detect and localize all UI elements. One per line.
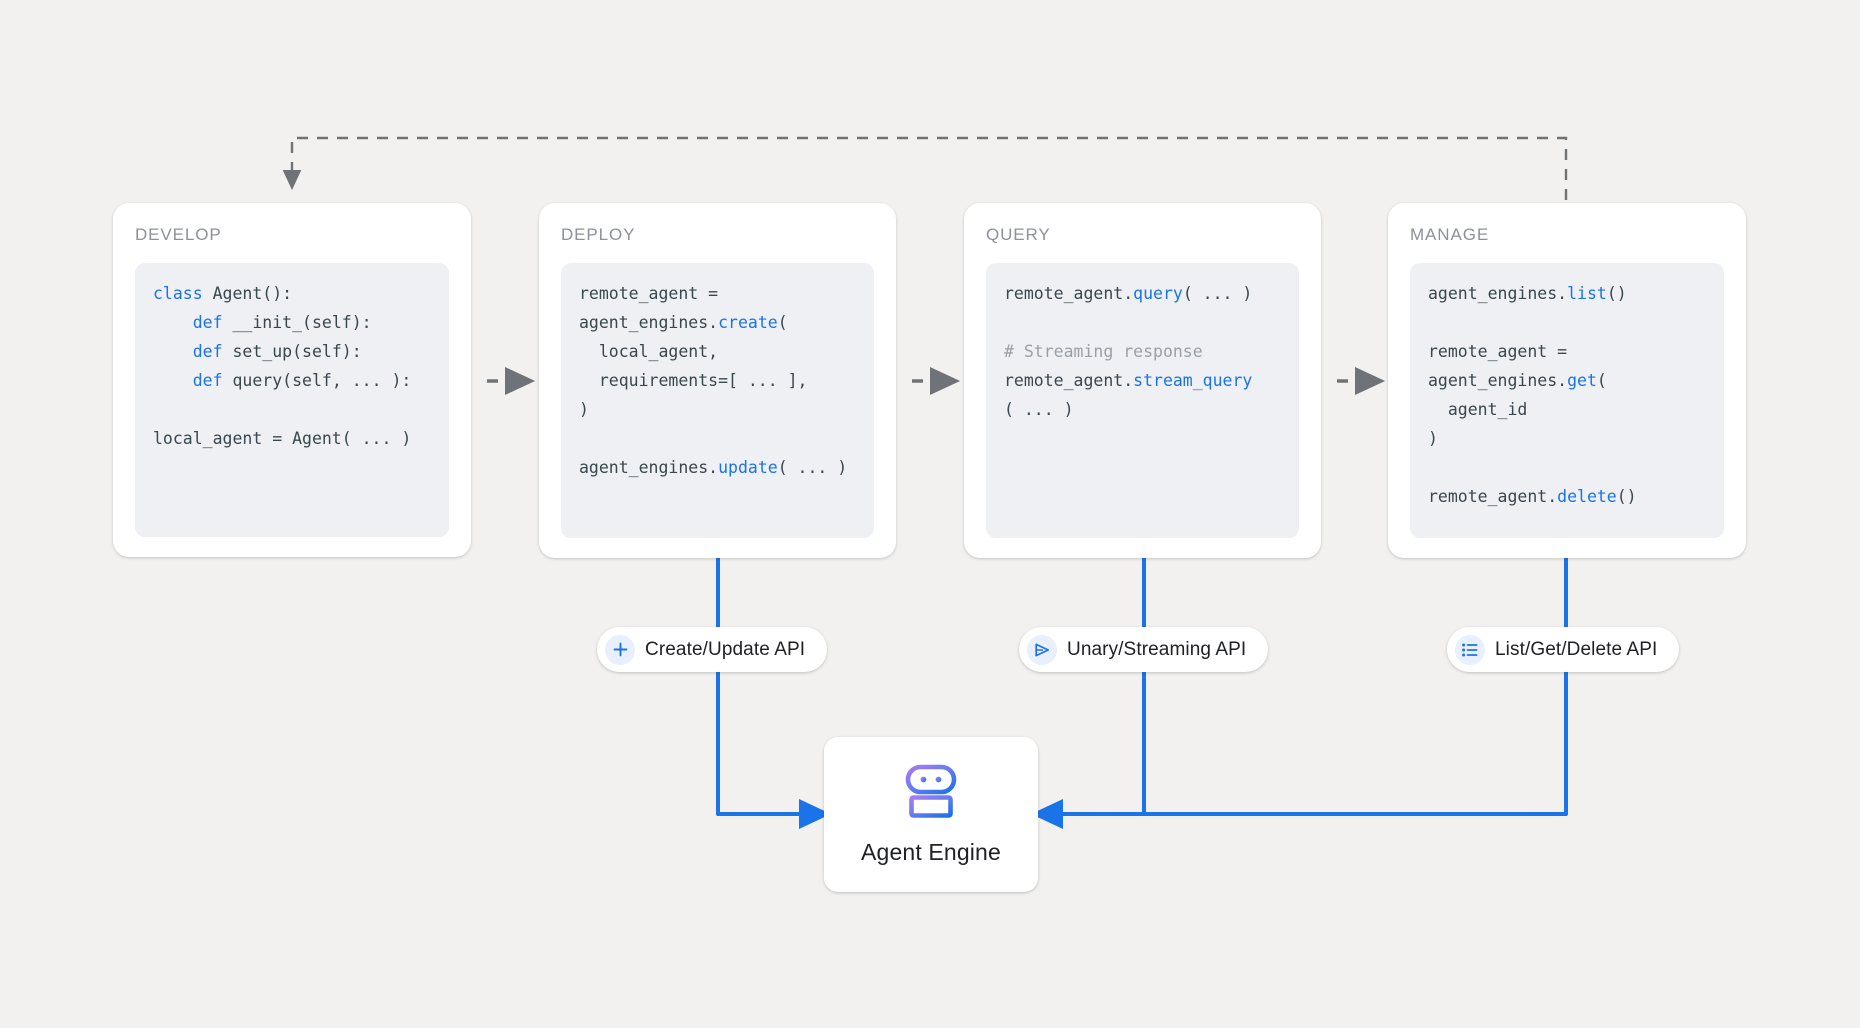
code-line	[1428, 308, 1706, 337]
code-block-deploy: remote_agent = agent_engines.create( loca…	[561, 263, 874, 538]
stage-title-query: QUERY	[986, 225, 1051, 244]
code-block-query: remote_agent.query( ... ) # Streaming re…	[986, 263, 1299, 538]
api-pill-create-update[interactable]: Create/Update API	[597, 627, 828, 672]
code-line: agent_engines.list()	[1428, 284, 1627, 303]
code-line	[153, 395, 431, 424]
api-pill-label: Unary/Streaming API	[1067, 638, 1247, 660]
code-line: def query(self, ... ):	[192, 371, 412, 390]
code-line: remote_agent.delete()	[1428, 487, 1637, 506]
api-pill-label: Create/Update API	[645, 638, 806, 660]
code-line: local_agent = Agent( ... )	[153, 429, 412, 448]
robot-icon	[900, 764, 962, 825]
wire-manage-to-agent-engine	[1047, 558, 1568, 816]
api-pill-unary-streaming[interactable]: Unary/Streaming API	[1019, 627, 1269, 672]
agent-engine-label: Agent Engine	[861, 838, 1001, 865]
stage-card-manage[interactable]: MANAGE agent_engines.list() remote_agent…	[1388, 203, 1746, 558]
code-line: # Streaming response	[1004, 342, 1203, 361]
agent-engine-node[interactable]: Agent Engine	[824, 737, 1038, 892]
code-block-develop: class Agent(): def __init_(self): def se…	[135, 263, 449, 537]
wire-query-to-agent-engine	[1031, 558, 1146, 829]
send-icon	[1027, 634, 1057, 665]
stage-title-deploy: DEPLOY	[561, 225, 636, 244]
stage-title-manage: MANAGE	[1410, 225, 1490, 244]
stage-card-develop[interactable]: DEVELOP class Agent(): def __init_(self)…	[113, 203, 471, 557]
code-line: )	[579, 400, 589, 419]
code-line	[1004, 308, 1281, 337]
code-line: agent_engines.get(	[1428, 371, 1607, 390]
plus-icon	[605, 634, 635, 665]
wire-deploy-to-agent-engine	[716, 558, 831, 829]
api-pill-list-get-delete[interactable]: List/Get/Delete API	[1447, 627, 1680, 672]
code-line: requirements=[ ... ],	[579, 371, 808, 390]
code-line: remote_agent.query( ... )	[1004, 284, 1253, 303]
code-line	[1428, 453, 1706, 482]
stage-title-develop: DEVELOP	[135, 225, 222, 244]
code-line: agent_engines.update( ... )	[579, 458, 848, 477]
code-line: remote_agent =	[579, 284, 719, 303]
code-line: remote_agent.stream_query	[1004, 371, 1253, 390]
code-line: agent_engines.create(	[579, 313, 788, 332]
stage-card-query[interactable]: QUERY remote_agent.query( ... ) # Stream…	[964, 203, 1321, 558]
code-line: class Agent():	[153, 284, 293, 303]
stage-card-deploy[interactable]: DEPLOY remote_agent = agent_engines.creat…	[539, 203, 896, 558]
code-line	[579, 424, 856, 453]
code-block-manage: agent_engines.list() remote_agent = agent…	[1410, 263, 1724, 538]
code-line: local_agent,	[579, 342, 719, 361]
code-line: remote_agent =	[1428, 342, 1568, 361]
code-line: def set_up(self):	[192, 342, 362, 361]
list-icon	[1455, 634, 1485, 665]
code-line: def __init_(self):	[192, 313, 372, 332]
feedback-loop-arrow	[282, 136, 1568, 200]
code-line: )	[1428, 429, 1438, 448]
api-pill-label: List/Get/Delete API	[1495, 638, 1658, 660]
code-line: ( ... )	[1004, 400, 1074, 419]
code-line: agent_id	[1428, 400, 1528, 419]
